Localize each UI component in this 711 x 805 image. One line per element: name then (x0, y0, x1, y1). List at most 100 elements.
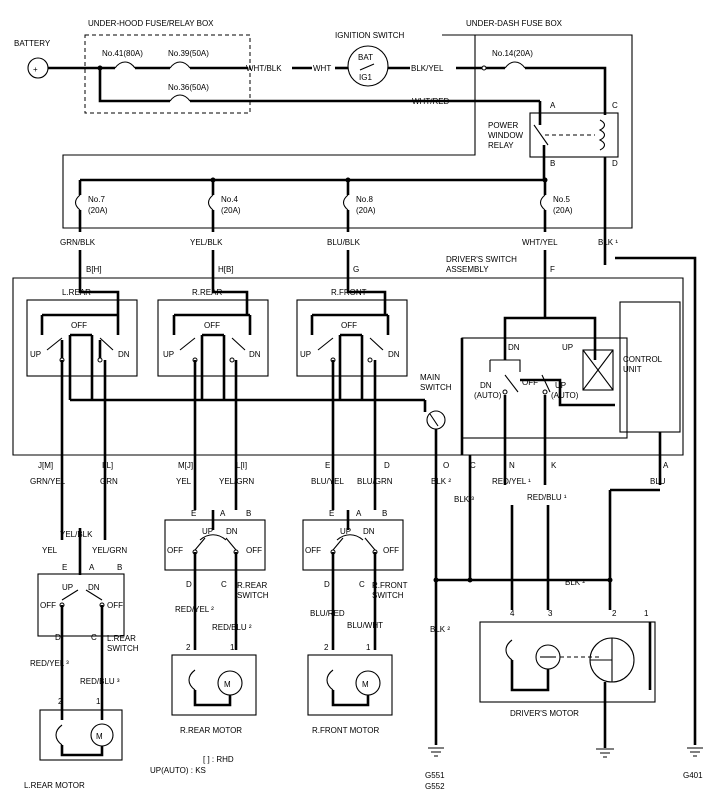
fuse-14-symbol (504, 61, 526, 69)
wire-blk2-o-label: BLK ² (431, 477, 451, 486)
fuse-7-label-line1: No.7 (88, 195, 105, 204)
ground-g551-label: G551 (425, 771, 445, 780)
rfs-terminal-d: D (324, 580, 330, 589)
wire-red-yel1-label: RED/YEL ¹ (492, 477, 531, 486)
fuse-41-label: No.41(80A) (102, 49, 143, 58)
wire-wht-red-label: WHT/RED (412, 97, 450, 106)
fuse-39-label: No.39(50A) (168, 49, 209, 58)
ignition-switch-label: IGNITION SWITCH (335, 31, 405, 40)
relay-coil-icon (598, 119, 606, 151)
lrear-yel-grn-label: YEL/GRN (92, 546, 127, 555)
lrs-up-label: UP (62, 583, 73, 592)
note-ks: UP(AUTO) : KS (150, 766, 206, 775)
relay-label-line3: RELAY (488, 141, 514, 150)
main-switch-label-line1: MAIN (420, 373, 440, 382)
fuse-4-label-line1: No.4 (221, 195, 238, 204)
rrs-up-label: UP (202, 527, 213, 536)
lrs-off-right-label: OFF (107, 601, 123, 610)
fuse-41-symbol (114, 61, 136, 69)
fuse-8-label-line1: No.8 (356, 195, 373, 204)
rrear-up-label: UP (163, 350, 174, 359)
wire-yel-blk-label: YEL/BLK (190, 238, 223, 247)
solenoid-cross-icon (582, 349, 614, 391)
driver-up-auto-label-line2: (AUTO) (551, 391, 579, 400)
drivers-motor: BLK ² BLK ² 4 3 2 1 DRIVER'S MOTOR (430, 577, 656, 745)
ground-g401-label: G401 (683, 771, 703, 780)
fuse-4-symbol (207, 194, 214, 211)
battery-label: BATTERY (14, 39, 51, 48)
dm-terminal-1: 1 (644, 609, 649, 618)
switch-assembly-label-line1: DRIVER'S SWITCH (446, 255, 517, 264)
rfs-terminal-e: E (329, 509, 334, 518)
terminal-rr-m: M[J] (178, 461, 193, 470)
main-switch-symbol (426, 410, 446, 430)
rfs-up-label: UP (340, 527, 351, 536)
rfs-off-left-label: OFF (305, 546, 321, 555)
fuse-5-symbol (539, 194, 546, 211)
ignition-ig1-label: IG1 (359, 73, 372, 82)
wire-blk1-label: BLK ¹ (598, 238, 618, 247)
rrear-motor-label: R.REAR MOTOR (180, 726, 242, 735)
rfront-door-switch-box (302, 519, 404, 571)
fuse-36-symbol (169, 94, 191, 102)
wire-blu-yel-label: BLU/YEL (311, 477, 344, 486)
lrs-terminal-c: C (91, 633, 97, 642)
driver-dn-label: DN (508, 343, 520, 352)
rrear-switch-label: R.REAR (192, 288, 222, 297)
terminal-rrear-in: H[B] (218, 265, 234, 274)
rrear-motor-box (171, 654, 257, 716)
drivers-switch-assembly: DRIVER'S SWITCH ASSEMBLY B[H] H[B] G F L… (12, 255, 684, 456)
wire-blk3-label: BLK ³ (454, 495, 474, 504)
rrs-off-left-label: OFF (167, 546, 183, 555)
relay-label-line2: WINDOW (488, 131, 524, 140)
battery-section: BATTERY + (14, 39, 115, 79)
rrear-motor: 2 1 M R.REAR MOTOR (171, 643, 257, 735)
rrs-terminal-d: D (186, 580, 192, 589)
drivers-motor-label: DRIVER'S MOTOR (510, 709, 579, 718)
rfs-off-right-label: OFF (383, 546, 399, 555)
lrs-terminal-b: B (117, 563, 122, 572)
ignition-bat-label: BAT (358, 53, 373, 62)
rrear-door-switch-box (164, 519, 266, 571)
relay-terminal-b: B (550, 159, 555, 168)
terminal-k: K (551, 461, 557, 470)
lrear-motor-m: M (96, 732, 103, 741)
lrs-terminal-e: E (62, 563, 67, 572)
rrm-terminal-1: 1 (230, 643, 235, 652)
lrs-terminal-a: A (89, 563, 95, 572)
lrear-red-blu3-label: RED/BLU ³ (80, 677, 120, 686)
terminal-o: O (443, 461, 449, 470)
rfront-off-label: OFF (341, 321, 357, 330)
lrm-terminal-1: 1 (96, 697, 101, 706)
lrear-switch-label: L.REAR (62, 288, 91, 297)
rrs-off-right-label: OFF (246, 546, 262, 555)
lrear-dn-label: DN (118, 350, 130, 359)
terminal-lr-j: J[M] (38, 461, 53, 470)
ground-g552-label: G552 (425, 782, 445, 791)
wire-blk2-down-label: BLK ² (430, 625, 450, 634)
rrear-red-blu2-label: RED/BLU ² (212, 623, 252, 632)
dm-terminal-2: 2 (612, 609, 617, 618)
lrear-off-label: OFF (71, 321, 87, 330)
wire-blu-blk-label: BLU/BLK (327, 238, 361, 247)
rrear-red-yel2-label: RED/YEL ² (175, 605, 214, 614)
rrs-terminal-c: C (221, 580, 227, 589)
wire-blk2-bus-label: BLK ² (565, 578, 585, 587)
rfs-terminal-c: C (359, 580, 365, 589)
lrear-door-switch-box (37, 573, 125, 637)
under-hood-fuse-box: UNDER-HOOD FUSE/RELAY BOX No.41(80A) No.… (84, 19, 540, 114)
under-dash-fuse-box: UNDER-DASH FUSE BOX No.14(20A) WHT/RED P… (62, 19, 697, 745)
rfront-switch-box (296, 299, 408, 377)
lrear-red-yel3-label: RED/YEL ³ (30, 659, 69, 668)
fuse-8-symbol (342, 194, 349, 211)
control-unit-box (619, 301, 681, 433)
wire-grn-label: GRN (100, 477, 118, 486)
lrear-door-switch: YEL/BLK YEL YEL/GRN E A B UP DN OFF OFF … (30, 528, 139, 720)
lrear-yel-blk-label: YEL/BLK (60, 530, 93, 539)
rrear-door-switch: E A B UP DN OFF OFF D C R.REAR SWITCH RE… (164, 509, 269, 650)
ignition-switch: IGNITION SWITCH WHT/BLK WHT BAT IG1 BLK/… (246, 31, 505, 87)
note-rhd: [ ] : RHD (203, 755, 234, 764)
main-switch-label-line2: SWITCH (420, 383, 452, 392)
rfront-switch-label: R.FRONT (331, 288, 367, 297)
battery-symbol (27, 57, 49, 79)
